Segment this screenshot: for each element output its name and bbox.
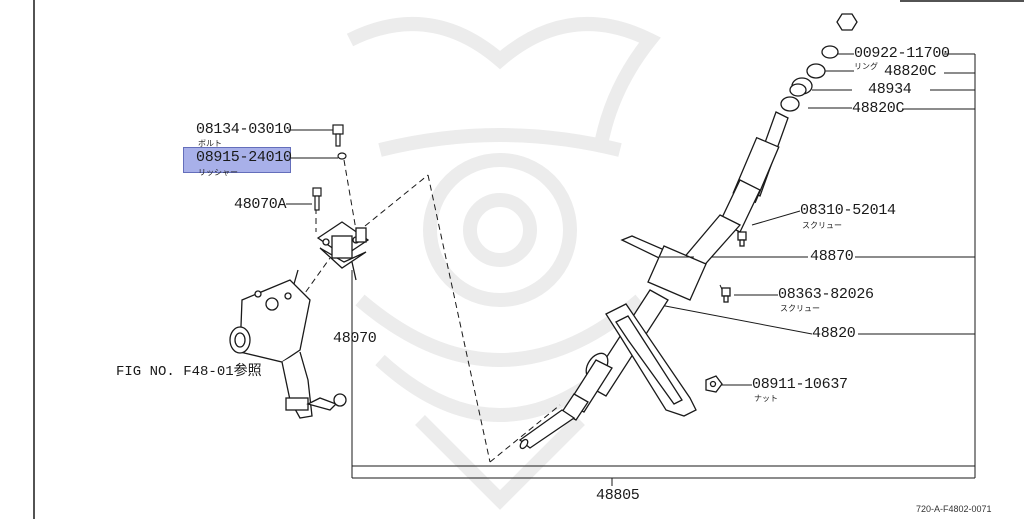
part-label-08310-52014[interactable]: 08310-52014 — [800, 202, 896, 219]
part-label-48820C-lower[interactable]: 48820C — [852, 100, 905, 117]
part-label-08134-03010[interactable]: 08134-03010 — [196, 121, 292, 138]
part-label-48070A[interactable]: 48070A — [234, 196, 287, 213]
drawing-number: 720-A-F4802-0071 — [916, 504, 992, 514]
part-sublabel-bolt: ボルト — [198, 139, 222, 148]
part-label-48070[interactable]: 48070 — [333, 330, 377, 347]
part-label-08915-24010[interactable]: 08915-24010 — [196, 149, 292, 166]
part-label-48820C-upper[interactable]: 48820C — [884, 63, 937, 80]
highlight-box — [183, 147, 291, 173]
part-label-08363-82026[interactable]: 08363-82026 — [778, 286, 874, 303]
part-label-48820[interactable]: 48820 — [812, 325, 856, 342]
part-sublabel-screw-2: スクリュー — [780, 304, 820, 313]
part-sublabel-nut: ナット — [754, 394, 778, 403]
part-sublabel-ring: リング — [854, 62, 878, 71]
watermark-logo — [346, 17, 661, 510]
part-label-08911-10637[interactable]: 08911-10637 — [752, 376, 848, 393]
part-sublabel-screw-1: スクリュー — [802, 221, 842, 230]
part-label-48870[interactable]: 48870 — [810, 248, 854, 265]
part-label-48805[interactable]: 48805 — [596, 487, 640, 504]
part-sublabel-washer: リッシャー — [198, 168, 238, 177]
part-label-48934[interactable]: 48934 — [868, 81, 912, 98]
part-label-00922-11700[interactable]: 00922-11700 — [854, 45, 950, 62]
fig-reference[interactable]: FIG NO. F48-01参照 — [116, 364, 262, 380]
